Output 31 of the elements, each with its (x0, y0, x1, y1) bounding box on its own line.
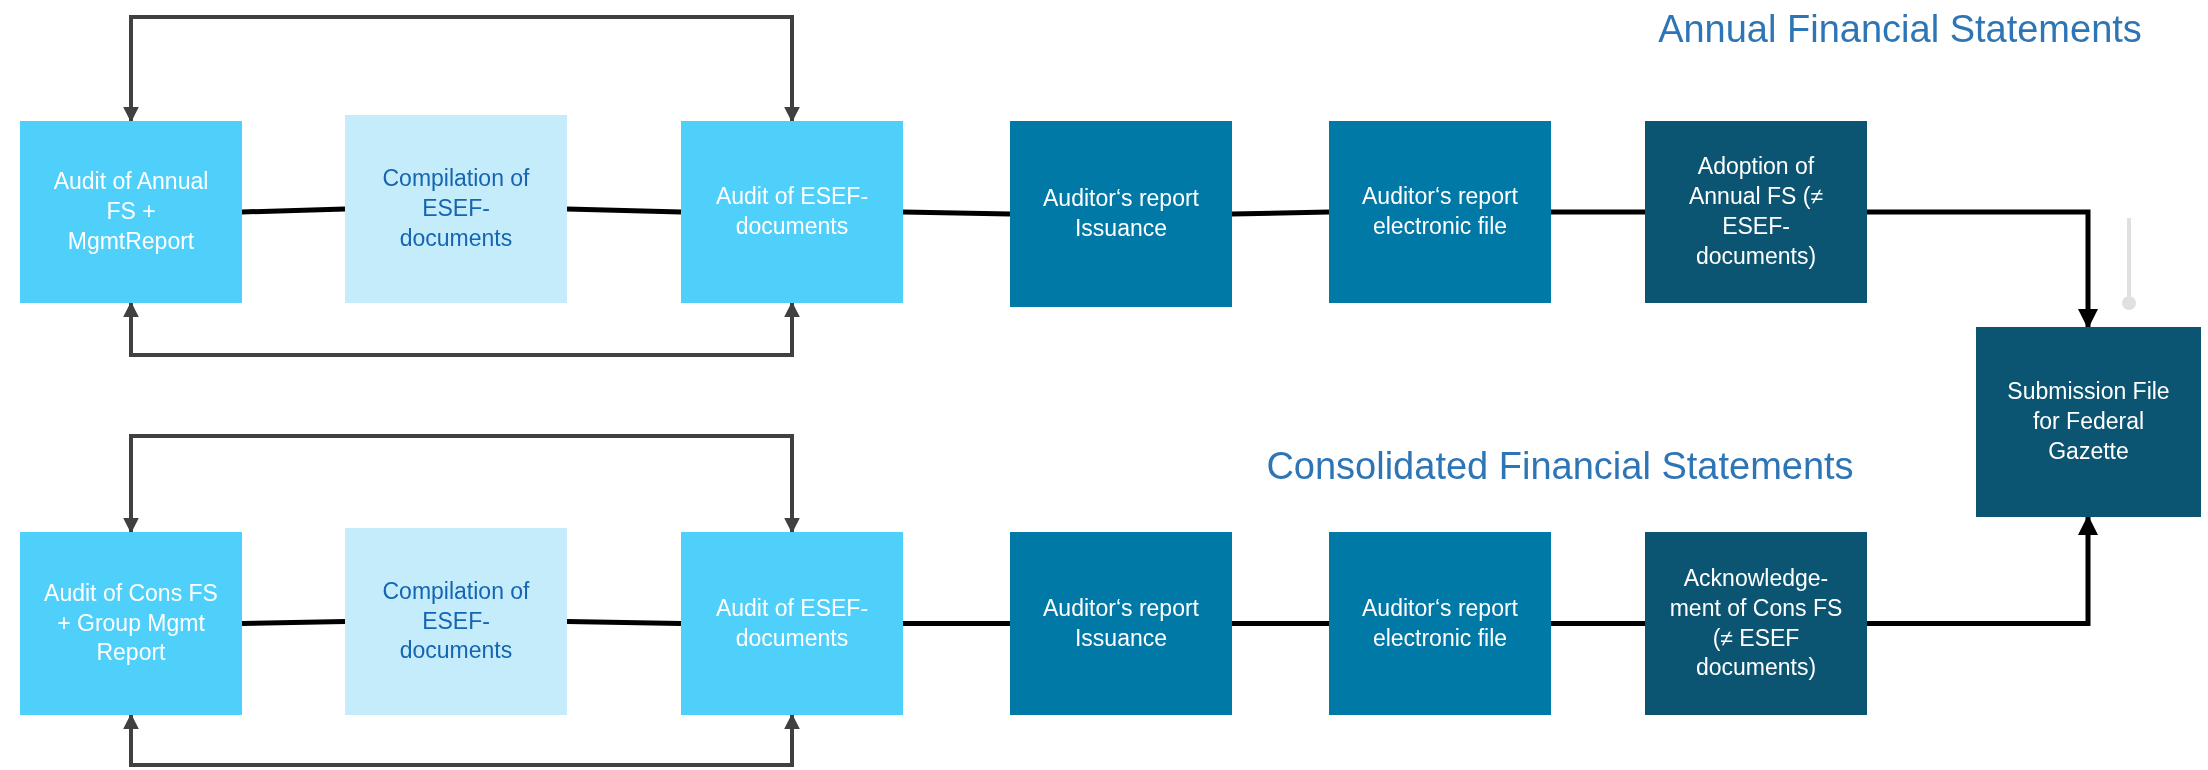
section-heading: Consolidated Financial Statements (1265, 444, 1855, 489)
connector-line (566, 206, 682, 215)
arrow (1867, 515, 2098, 626)
process-box: Auditor‘s report electronic file (1329, 121, 1551, 303)
process-box: Audit of ESEF-documents (681, 121, 903, 303)
arrow (123, 15, 800, 123)
process-box: Audit of Annual FS + MgmtReport (20, 121, 242, 303)
arrow (123, 301, 800, 357)
connector-line (241, 206, 346, 215)
connector-line (1551, 621, 1645, 626)
connector-line (566, 619, 682, 626)
connector-line (903, 621, 1010, 626)
arrow (123, 713, 800, 767)
connector-line (1232, 621, 1329, 626)
connector-line (902, 209, 1011, 217)
connector-line (241, 619, 346, 626)
arrow (1867, 209, 2098, 329)
process-box: Submission File for Federal Gazette (1976, 327, 2201, 517)
connector-line (1231, 209, 1330, 217)
process-box: Audit of ESEF-documents (681, 532, 903, 715)
process-box: Auditor‘s report Issuance (1010, 121, 1232, 307)
process-box: Compilation of ESEF-documents (345, 528, 567, 715)
process-box: Compilation of ESEF-documents (345, 115, 567, 303)
process-box: Audit of Cons FS + Group Mgmt Report (20, 532, 242, 715)
connector-line (1551, 209, 1645, 215)
process-box: Auditor‘s report electronic file (1329, 532, 1551, 715)
process-box: Acknowledge-ment of Cons FS (≠ ESEF documents) (1645, 532, 1867, 715)
process-box: Auditor‘s report Issuance (1010, 532, 1232, 715)
section-heading: Annual Financial Statements (1657, 7, 2143, 52)
process-box: Adoption of Annual FS (≠ ESEF-documents) (1645, 121, 1867, 303)
arrow (123, 434, 800, 534)
